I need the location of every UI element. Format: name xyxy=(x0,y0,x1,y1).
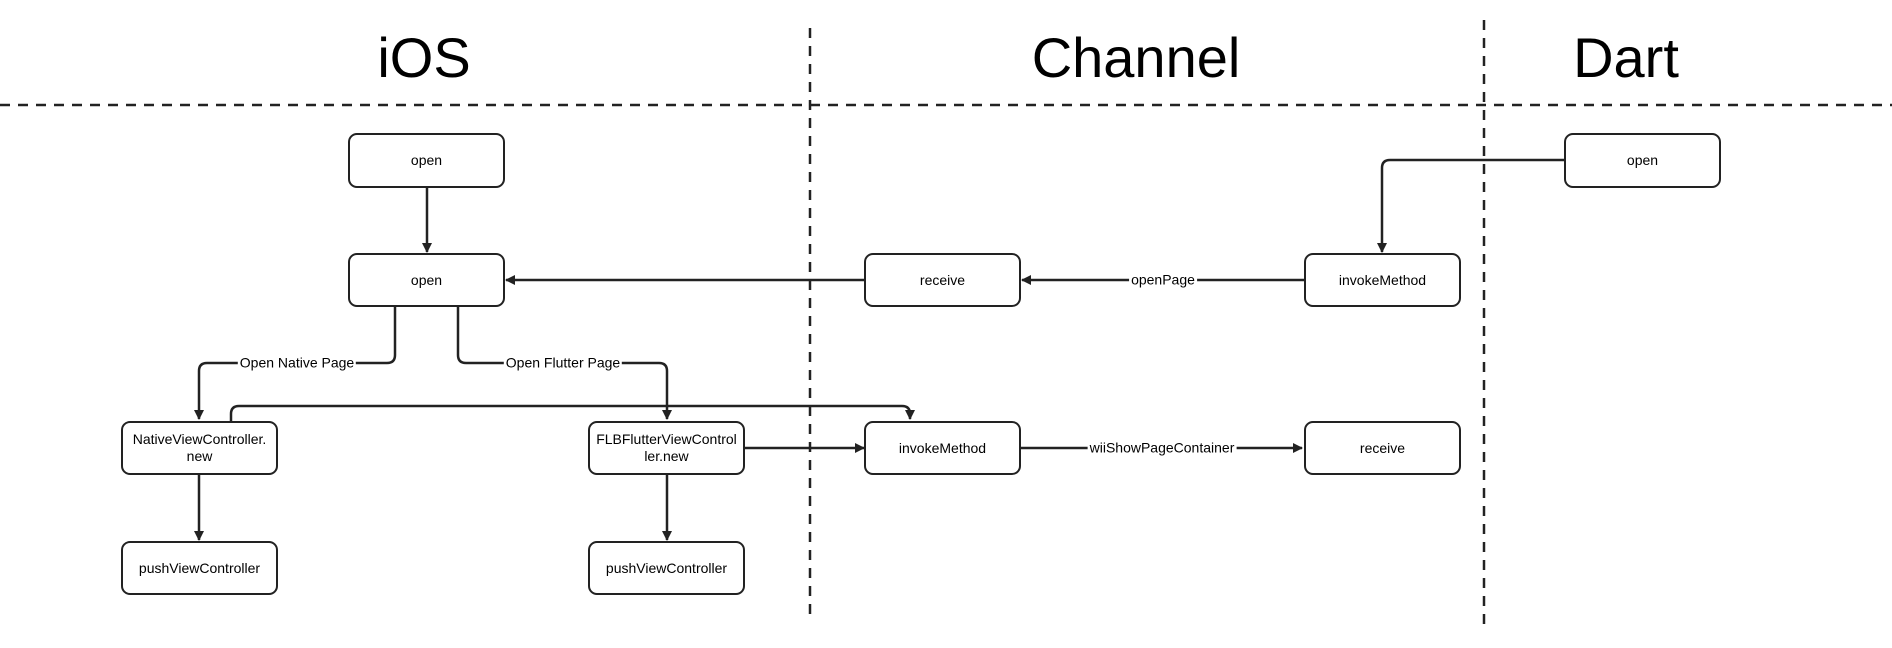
edge-label-open-flutter-page: Open Flutter Page xyxy=(503,354,623,372)
node-flb-flutter-view-controller-new[interactable]: FLBFlutterViewControl ler.new xyxy=(588,421,745,475)
lane-title-channel: Channel xyxy=(1031,26,1241,89)
node-flutter-push-view-controller[interactable]: pushViewController xyxy=(588,541,745,595)
node-native-push-view-controller[interactable]: pushViewController xyxy=(121,541,278,595)
edge-native-to-invoke xyxy=(229,404,915,421)
node-dart-receive[interactable]: receive xyxy=(1304,421,1461,475)
node-native-view-controller-new[interactable]: NativeViewController. new xyxy=(121,421,278,475)
edge-label-open-native-page: Open Native Page xyxy=(237,354,357,372)
node-dart-invoke-method[interactable]: invokeMethod xyxy=(1304,253,1461,307)
node-channel-receive[interactable]: receive xyxy=(864,253,1021,307)
edge-label-wii-show-page-container: wiiShowPageContainer xyxy=(1087,439,1237,457)
lane-title-dart: Dart xyxy=(1573,26,1679,89)
node-ios-open[interactable]: open xyxy=(348,253,505,307)
edge-dart-open-to-invoke xyxy=(1377,158,1564,253)
lane-title-ios: iOS xyxy=(377,26,471,89)
edge-label-open-page: openPage xyxy=(1129,271,1197,289)
node-channel-invoke-method[interactable]: invokeMethod xyxy=(864,421,1021,475)
node-ios-open-top[interactable]: open xyxy=(348,133,505,188)
node-dart-open[interactable]: open xyxy=(1564,133,1721,188)
